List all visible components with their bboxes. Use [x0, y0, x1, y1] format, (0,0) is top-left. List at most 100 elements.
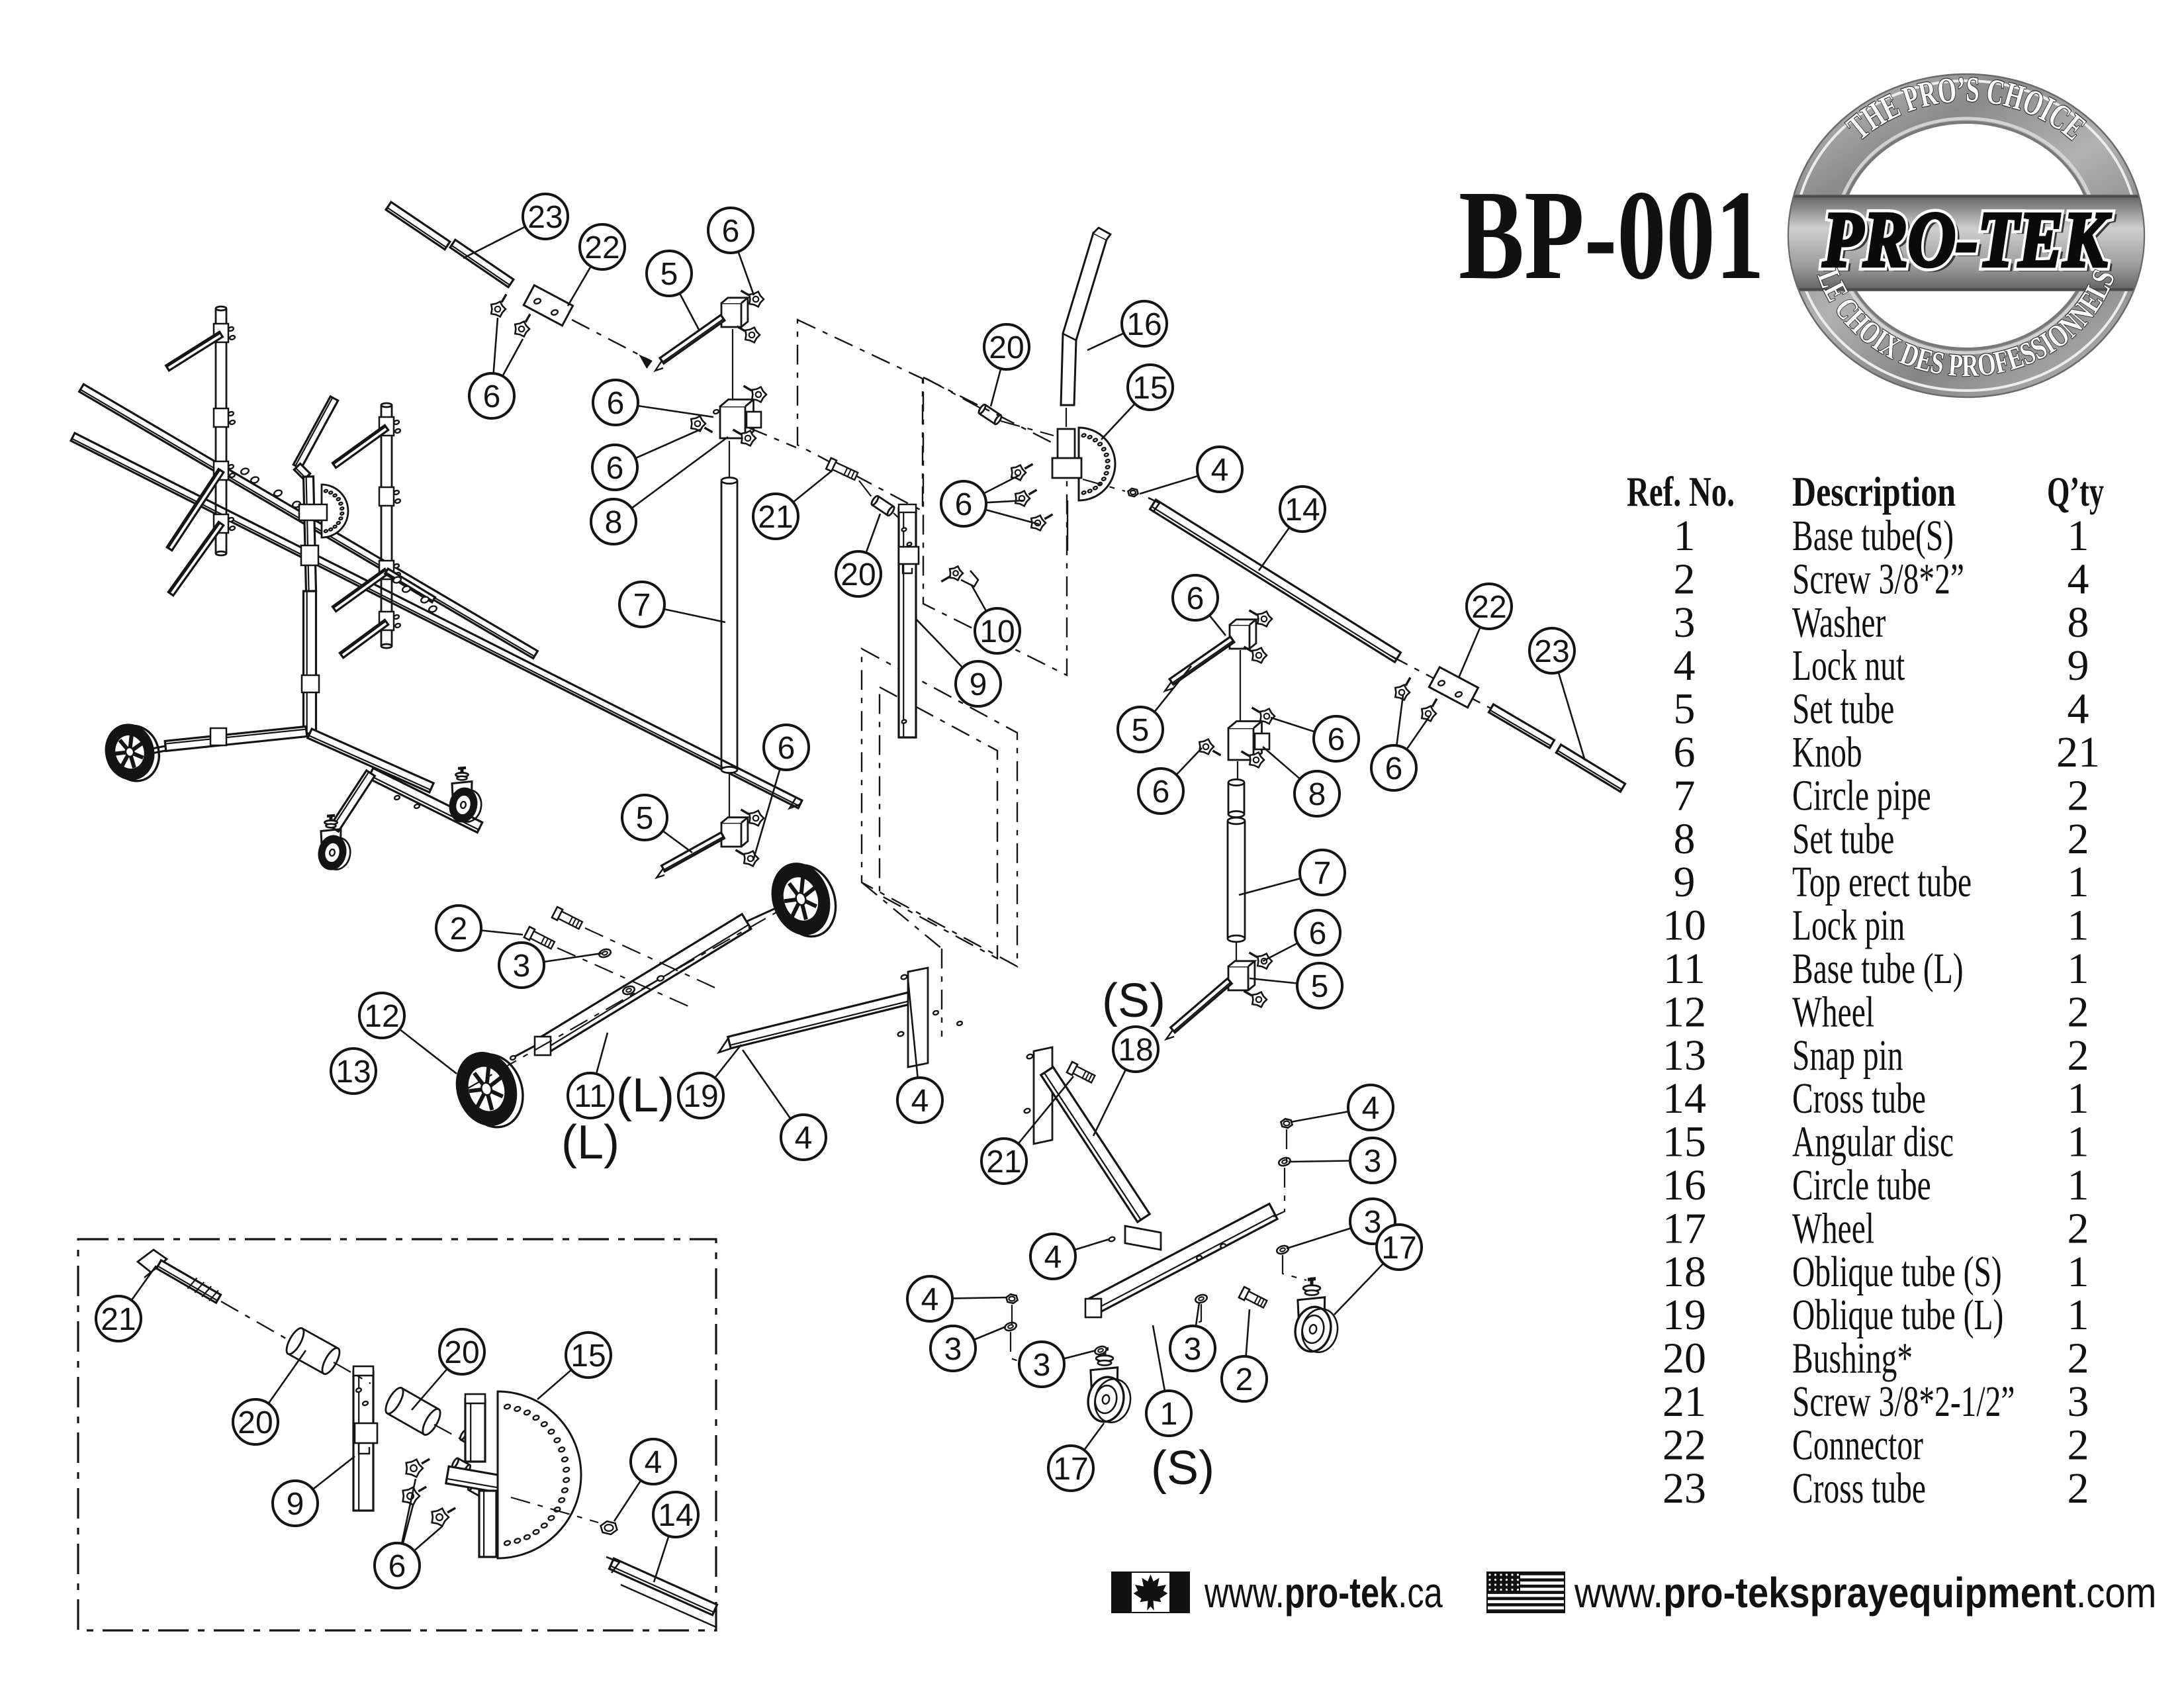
svg-text:Oblique tube (S): Oblique tube (S) — [1792, 1248, 2002, 1295]
svg-text:5: 5 — [1311, 969, 1329, 1004]
svg-text:Wheel: Wheel — [1792, 1205, 1874, 1252]
svg-text:Set tube: Set tube — [1792, 815, 1894, 863]
svg-text:20: 20 — [238, 1405, 273, 1440]
svg-text:6: 6 — [1187, 581, 1205, 616]
svg-text:2: 2 — [1236, 1362, 1253, 1397]
svg-text:Angular disc: Angular disc — [1792, 1118, 1954, 1166]
svg-text:2: 2 — [2068, 1421, 2089, 1469]
svg-text:Lock pin: Lock pin — [1792, 902, 1905, 949]
svg-text:23: 23 — [1662, 1464, 1706, 1513]
svg-text:19: 19 — [683, 1079, 718, 1114]
svg-text:PRO-TEK: PRO-TEK — [1825, 198, 2115, 286]
svg-text:1: 1 — [2068, 1074, 2089, 1123]
svg-text:2: 2 — [1674, 555, 1696, 603]
svg-text:6: 6 — [778, 731, 796, 766]
svg-text:pro-teksprayequipment: pro-teksprayequipment — [1663, 1570, 2076, 1617]
svg-text:6: 6 — [1309, 916, 1327, 951]
svg-text:19: 19 — [1662, 1291, 1706, 1339]
svg-text:10: 10 — [979, 614, 1015, 649]
svg-text:Circle tube: Circle tube — [1792, 1162, 1931, 1209]
svg-text:www.: www. — [1574, 1570, 1663, 1617]
svg-text:9: 9 — [970, 667, 987, 702]
svg-text:(S): (S) — [1102, 974, 1165, 1027]
svg-text:15: 15 — [570, 1338, 606, 1374]
svg-text:13: 13 — [336, 1055, 371, 1090]
svg-text:6: 6 — [388, 1549, 406, 1584]
svg-text:16: 16 — [1662, 1161, 1706, 1209]
svg-text:17: 17 — [1381, 1231, 1416, 1266]
svg-text:3: 3 — [1364, 1205, 1382, 1240]
svg-text:20: 20 — [841, 557, 876, 592]
svg-text:(L): (L) — [561, 1116, 619, 1169]
svg-text:5: 5 — [660, 257, 678, 292]
svg-text:1: 1 — [2068, 1291, 2089, 1339]
svg-text:6: 6 — [606, 451, 624, 486]
svg-text:6: 6 — [955, 487, 973, 522]
svg-text:22: 22 — [1662, 1421, 1706, 1469]
svg-text:1: 1 — [2068, 1118, 2089, 1166]
svg-text:Wheel: Wheel — [1792, 988, 1874, 1036]
svg-text:15: 15 — [1132, 371, 1167, 406]
svg-text:8: 8 — [605, 505, 623, 540]
svg-text:6: 6 — [483, 379, 501, 414]
svg-text:17: 17 — [1053, 1452, 1088, 1487]
svg-text:11: 11 — [1663, 945, 1706, 993]
svg-text:22: 22 — [1471, 590, 1506, 625]
svg-text:4: 4 — [645, 1445, 662, 1480]
svg-text:3: 3 — [1674, 598, 1696, 647]
svg-text:10: 10 — [1662, 902, 1706, 950]
svg-text:6: 6 — [607, 386, 625, 421]
svg-text:2: 2 — [2068, 1204, 2089, 1252]
svg-text:4: 4 — [1674, 641, 1696, 690]
svg-text:6: 6 — [1385, 751, 1403, 786]
svg-text:4: 4 — [911, 1084, 929, 1119]
svg-text:17: 17 — [1662, 1204, 1706, 1252]
svg-text:9: 9 — [2068, 641, 2089, 690]
svg-text:(L): (L) — [616, 1069, 674, 1122]
svg-text:www.: www. — [1204, 1570, 1285, 1617]
svg-text:Snap pin: Snap pin — [1792, 1031, 1903, 1079]
svg-text:20: 20 — [1662, 1335, 1706, 1383]
svg-text:13: 13 — [1662, 1031, 1706, 1080]
svg-text:5: 5 — [1132, 713, 1150, 748]
svg-text:Lock nut: Lock nut — [1792, 642, 1905, 690]
svg-text:Base tube(S): Base tube(S) — [1792, 512, 1954, 560]
svg-text:21: 21 — [1662, 1378, 1706, 1426]
svg-text:14: 14 — [1285, 492, 1320, 528]
svg-text:Description: Description — [1792, 468, 1956, 515]
svg-text:8: 8 — [2068, 598, 2089, 647]
svg-text:Bushing*: Bushing* — [1792, 1335, 1913, 1382]
svg-text:15: 15 — [1662, 1118, 1706, 1166]
svg-text:2: 2 — [2068, 1464, 2089, 1513]
svg-text:Top erect tube: Top erect tube — [1792, 859, 1972, 906]
svg-text:Washer: Washer — [1792, 598, 1886, 646]
svg-text:20: 20 — [989, 330, 1024, 365]
svg-text:2: 2 — [2068, 988, 2089, 1036]
svg-text:Screw 3/8*2-1/2”: Screw 3/8*2-1/2” — [1792, 1378, 2015, 1426]
svg-text:3: 3 — [2068, 1378, 2089, 1426]
svg-text:PRO-TEK: PRO-TEK — [1822, 195, 2111, 283]
svg-text:2: 2 — [2068, 1031, 2089, 1080]
svg-text:6: 6 — [1674, 728, 1696, 776]
svg-text:Circle pipe: Circle pipe — [1792, 772, 1931, 820]
svg-text:5: 5 — [1674, 685, 1696, 733]
svg-text:7: 7 — [1674, 771, 1696, 820]
svg-text:(S): (S) — [1151, 1442, 1214, 1495]
svg-text:Knob: Knob — [1792, 729, 1862, 776]
svg-text:1: 1 — [1674, 512, 1696, 560]
svg-text:1: 1 — [2068, 945, 2089, 993]
svg-text:21: 21 — [986, 1145, 1021, 1180]
svg-text:21: 21 — [758, 500, 793, 535]
svg-text:3: 3 — [1184, 1332, 1202, 1367]
svg-text:Connector: Connector — [1792, 1421, 1923, 1469]
svg-text:Cross tube: Cross tube — [1792, 1464, 1926, 1512]
svg-text:7: 7 — [633, 588, 651, 623]
svg-text:Ref. No.: Ref. No. — [1627, 468, 1735, 515]
svg-text:5: 5 — [636, 801, 654, 836]
svg-text:Q’ty: Q’ty — [2047, 468, 2104, 515]
svg-text:pro-tek: pro-tek — [1285, 1570, 1398, 1617]
svg-text:12: 12 — [1662, 988, 1706, 1036]
svg-text:14: 14 — [1662, 1074, 1706, 1123]
svg-text:Cross tube: Cross tube — [1792, 1075, 1926, 1123]
svg-text:3: 3 — [1033, 1348, 1051, 1383]
